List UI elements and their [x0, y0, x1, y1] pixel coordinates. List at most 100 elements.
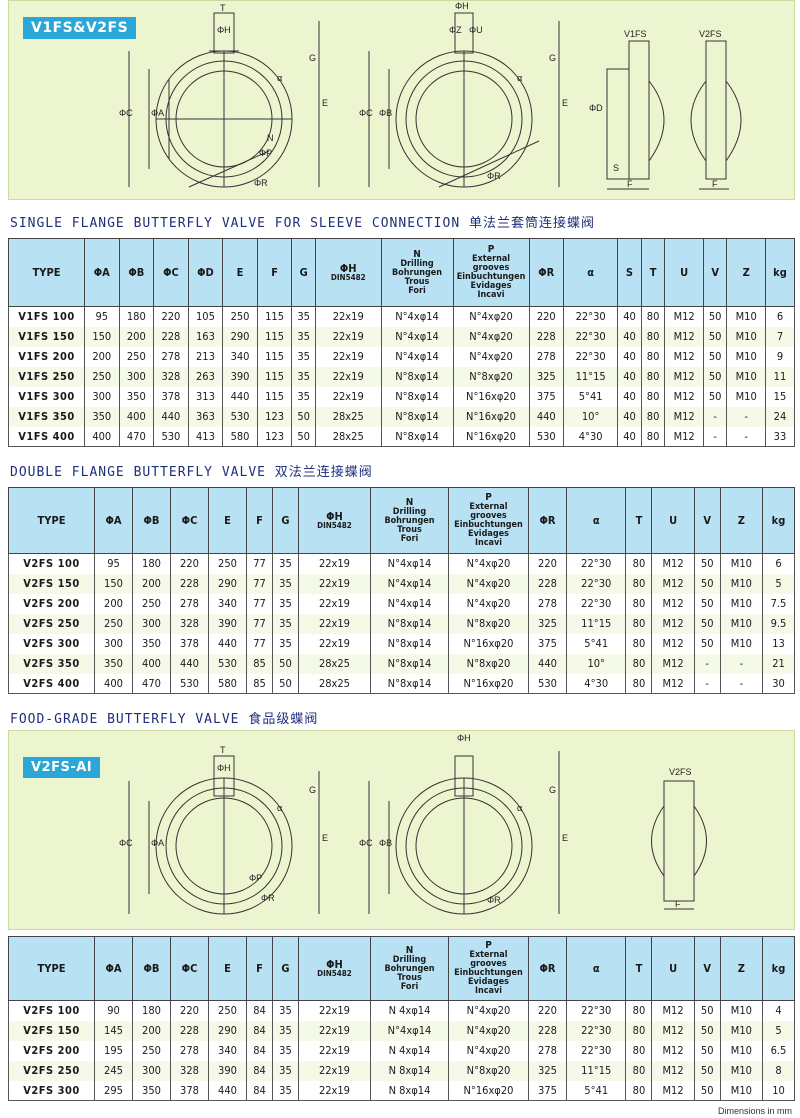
value-cell: 390: [222, 366, 258, 387]
value-cell: 90: [94, 1000, 133, 1021]
type-cell: V2FS 400: [8, 673, 95, 694]
value-cell: N°8xφ14: [369, 673, 449, 694]
value-cell: 80: [625, 1000, 653, 1021]
label-phiH-2: ΦH: [455, 1, 469, 11]
label-phiB-4: ΦB: [379, 838, 392, 848]
value-cell: 440: [527, 653, 567, 674]
value-cell: M10: [719, 613, 764, 634]
value-cell: N°4xφ20: [447, 593, 529, 614]
header-B: ΦB: [118, 238, 155, 307]
value-cell: N 4xφ14: [369, 1040, 449, 1061]
value-cell: M10: [719, 593, 764, 614]
type-cell: V1FS 100: [8, 306, 85, 327]
value-cell: 400: [94, 673, 133, 694]
value-cell: 10°: [563, 406, 619, 427]
value-cell: N°16xφ20: [447, 1080, 529, 1101]
panel-badge-v2fs-ai: V2FS-AI: [23, 757, 101, 778]
value-cell: 413: [187, 426, 224, 447]
value-cell: 200: [132, 1020, 171, 1041]
value-cell: 50: [693, 1040, 721, 1061]
value-cell: 95: [84, 306, 120, 327]
value-cell: 375: [527, 1080, 567, 1101]
value-cell: 390: [208, 1060, 247, 1081]
value-cell: 530: [528, 426, 565, 447]
value-cell: 84: [246, 1000, 273, 1021]
type-cell: V2FS 250: [8, 613, 95, 634]
label-phiH-4: ΦH: [457, 733, 471, 743]
value-cell: N°4xφ14: [380, 346, 454, 367]
section-title-food-grade: FOOD-GRADE BUTTERFLY VALVE 食品级蝶阀: [10, 712, 319, 727]
value-cell: 115: [256, 306, 293, 327]
value-cell: 6.5: [762, 1040, 795, 1061]
value-cell: 40: [617, 366, 642, 387]
header-T: T: [625, 936, 653, 1001]
value-cell: 22°30: [563, 306, 619, 327]
value-cell: 50: [693, 1000, 721, 1021]
value-cell: M12: [651, 1080, 695, 1101]
value-cell: 145: [94, 1020, 133, 1041]
header-U: U: [651, 936, 695, 1001]
value-cell: 22°30: [565, 1000, 627, 1021]
value-cell: 40: [617, 426, 642, 447]
value-cell: 50: [693, 613, 721, 634]
value-cell: 245: [94, 1060, 133, 1081]
value-cell: 228: [527, 573, 567, 594]
value-cell: -: [702, 426, 728, 447]
value-cell: M12: [651, 673, 695, 694]
value-cell: 24: [764, 406, 796, 427]
value-cell: M10: [719, 1080, 764, 1101]
value-cell: M10: [719, 1040, 764, 1061]
value-cell: 6: [762, 553, 795, 574]
value-cell: 300: [118, 366, 155, 387]
label-G-2: G: [549, 53, 556, 63]
value-cell: 278: [153, 346, 189, 367]
header-D: ΦD: [187, 238, 224, 307]
label-phiP: ΦP: [259, 148, 272, 158]
value-cell: 300: [84, 386, 120, 407]
value-cell: 340: [208, 1040, 247, 1061]
value-cell: 80: [625, 653, 653, 674]
label-phiR-3: ΦR: [261, 893, 275, 903]
value-cell: 375: [527, 633, 567, 654]
value-cell: 115: [256, 346, 293, 367]
label-alpha-4: α: [517, 803, 522, 813]
value-cell: 7.5: [762, 593, 795, 614]
type-cell: V2FS 100: [8, 1000, 95, 1021]
header-C: ΦC: [153, 238, 189, 307]
value-cell: 50: [702, 346, 728, 367]
label-alpha: α: [277, 73, 282, 83]
label-phiC-2: ΦC: [359, 108, 373, 118]
header-kg: kg: [764, 238, 796, 307]
value-cell: M12: [651, 573, 695, 594]
valve-drawing-food-grade: T ΦH G α E ΦC ΦA ΦP ΦR ΦH G α E ΦC ΦB ΦR…: [119, 733, 707, 915]
value-cell: N°8xφ14: [369, 633, 449, 654]
value-cell: 530: [222, 406, 258, 427]
value-cell: 35: [271, 573, 299, 594]
label-phiD: ΦD: [589, 103, 603, 113]
header-G: G: [271, 936, 299, 1001]
value-cell: 50: [291, 426, 316, 447]
value-cell: N°8xφ14: [380, 366, 454, 387]
value-cell: 11°15: [565, 613, 627, 634]
value-cell: 22x19: [297, 1040, 371, 1061]
value-cell: 220: [170, 553, 209, 574]
header-U: U: [651, 487, 695, 554]
value-cell: 123: [256, 406, 293, 427]
value-cell: 180: [132, 1000, 171, 1021]
header-Z: Z: [719, 936, 764, 1001]
value-cell: 80: [625, 1080, 653, 1101]
value-cell: 278: [528, 346, 565, 367]
value-cell: 440: [222, 386, 258, 407]
value-cell: 115: [256, 386, 293, 407]
value-cell: 200: [118, 326, 155, 347]
header-C: ΦC: [170, 487, 209, 554]
value-cell: 6: [764, 306, 796, 327]
value-cell: 22°30: [563, 346, 619, 367]
value-cell: 278: [170, 593, 209, 614]
value-cell: -: [726, 406, 766, 427]
